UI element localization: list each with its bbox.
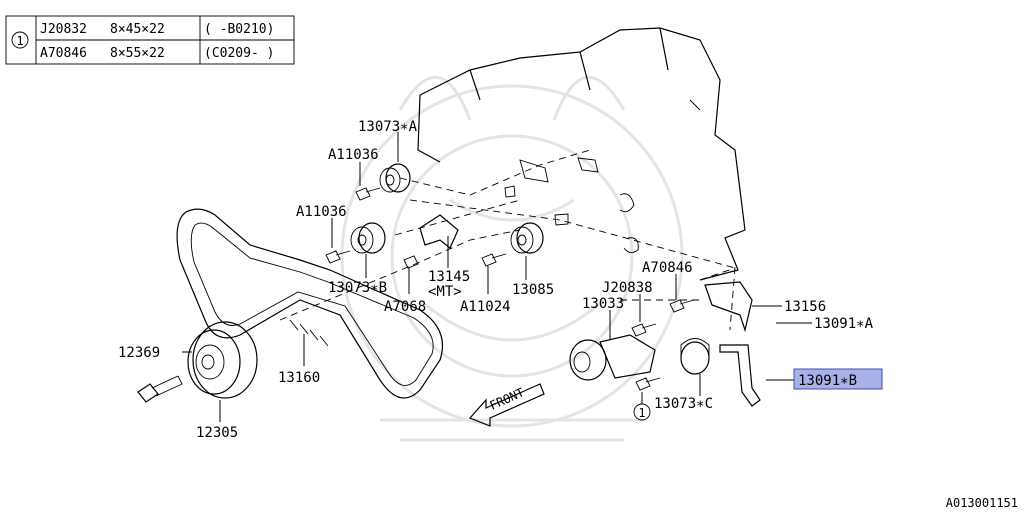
callout-13033[interactable]: 13033 [582, 296, 624, 312]
callout-13160[interactable]: 13160 [278, 370, 320, 386]
ref-marker-icon [11, 31, 29, 49]
callout-a11036-top[interactable]: A11036 [328, 147, 379, 163]
callout-13091b[interactable]: 13091∗B [798, 373, 857, 389]
alignment-guides [279, 149, 736, 331]
front-arrow-icon [468, 383, 545, 427]
idler-pulley-b-drawing [350, 222, 386, 254]
watermark-emblem [340, 76, 684, 442]
drawing-code: A013001151 [946, 496, 1018, 510]
bracket-13156-drawing [704, 281, 753, 333]
callout-a11036-mid[interactable]: A11036 [296, 204, 347, 220]
crank-pulley-drawing [187, 321, 258, 399]
table-row1-part[interactable]: J20832 [40, 22, 87, 37]
crank-bolt-drawing [137, 375, 183, 403]
spring-13091b-drawing [719, 344, 761, 407]
callout-13091a[interactable]: 13091∗A [814, 316, 874, 332]
table-row2-size: 8×55×22 [110, 46, 165, 61]
callout-13085[interactable]: 13085 [512, 282, 554, 298]
engine-block-drawing [417, 27, 746, 281]
callout-j20838[interactable]: J20838 [602, 280, 653, 296]
bracket-13145-drawing [419, 214, 459, 249]
table-row2-part[interactable]: A70846 [40, 46, 87, 61]
callout-a11024[interactable]: A11024 [460, 299, 511, 315]
callout-13073c[interactable]: 13073∗C [654, 396, 713, 412]
callout-13145[interactable]: 13145 [428, 269, 470, 285]
ref-marker-bottom-icon [633, 403, 651, 421]
callout-a7068[interactable]: A7068 [384, 299, 426, 315]
timing-belt [176, 208, 444, 399]
idler-13073c-drawing [680, 338, 710, 375]
table-row1-range: ( -B0210) [204, 22, 274, 37]
front-label: FRONT [488, 385, 527, 412]
callout-labels: 13073∗A A11036 A11036 13073∗B 13145 <MT>… [118, 119, 883, 441]
idler-pulley-13085-drawing [510, 222, 544, 254]
ref-marker-bottom-number: 1 [638, 406, 645, 420]
parts-table: 1 J20832 8×45×22 ( -B0210) A70846 8×55×2… [5, 15, 295, 65]
tensioner-13033-drawing [569, 334, 656, 381]
leader-lines [182, 132, 812, 422]
cam-sprocket-studs-drawing [504, 157, 599, 226]
table-row1-size: 8×45×22 [110, 22, 165, 37]
callout-13073b[interactable]: 13073∗B [328, 280, 387, 296]
highlight-box [793, 368, 883, 390]
callout-13073a[interactable]: 13073∗A [358, 119, 418, 135]
callout-13156[interactable]: 13156 [784, 299, 826, 315]
callout-12305[interactable]: 12305 [196, 425, 238, 441]
table-row2-range: (C0209- ) [204, 46, 274, 61]
table-ref-number: 1 [16, 34, 23, 48]
idler-pulley-a-drawing [379, 163, 411, 193]
callout-a70846[interactable]: A70846 [642, 260, 693, 276]
callout-mt-note: <MT> [428, 284, 462, 300]
small-bolts-drawing [325, 187, 695, 391]
callout-12369[interactable]: 12369 [118, 345, 160, 361]
